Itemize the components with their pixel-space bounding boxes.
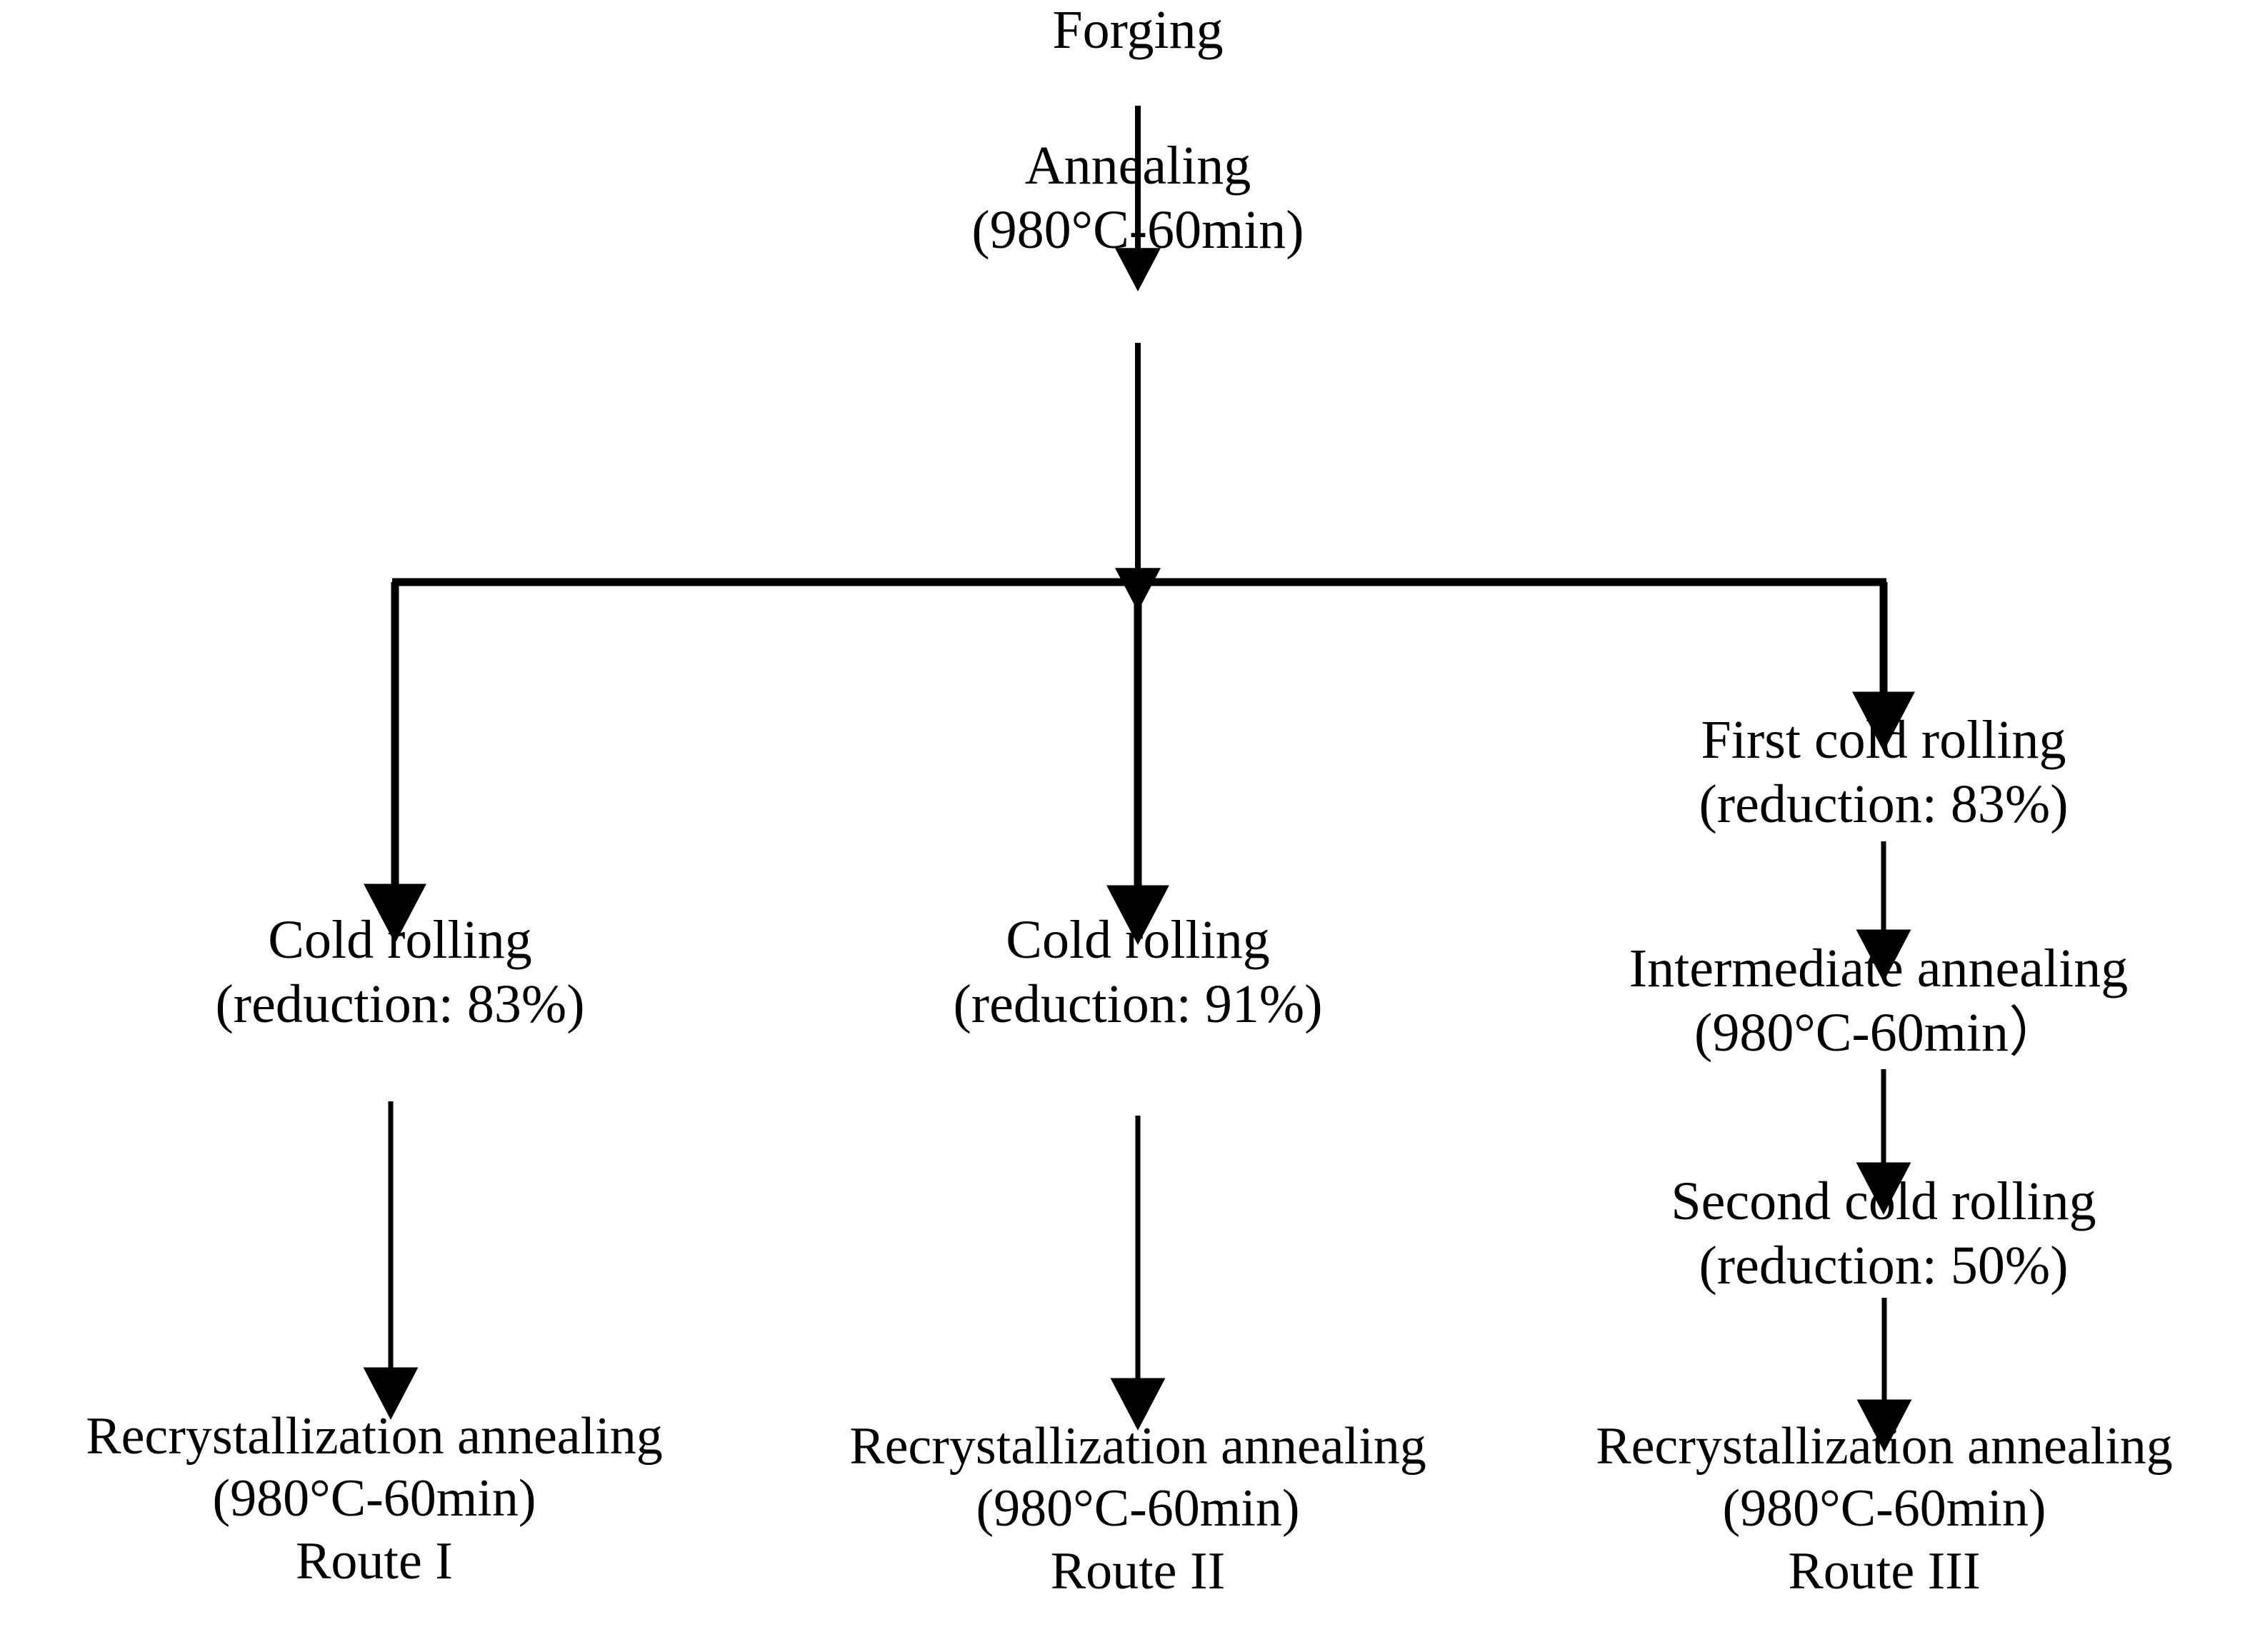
node-recrystallization-route-1-line-1: Recrystallization annealing	[86, 1407, 663, 1466]
node-cold-rolling-83-line-1: Cold rolling	[268, 910, 532, 970]
node-second-cold-rolling-line-1: Second cold rolling	[1671, 1171, 2096, 1231]
node-recrystallization-route-2-label: Route II	[1050, 1541, 1226, 1601]
node-intermediate-annealing: Intermediate annealing (980°C-60min）	[1629, 937, 2128, 1065]
node-annealing-line-1: Annealing	[1024, 136, 1251, 196]
node-cold-rolling-83: Cold rolling (reduction: 83%)	[215, 908, 584, 1036]
node-recrystallization-route-2: Recrystallization annealing (980°C-60min…	[849, 1416, 1426, 1603]
node-recrystallization-route-1-line-2: (980°C-60min)	[212, 1469, 536, 1528]
node-intermediate-annealing-line-1: Intermediate annealing	[1629, 938, 2129, 998]
node-annealing-line-2: (980°C-60min)	[971, 199, 1304, 260]
node-recrystallization-route-3-line-1: Recrystallization annealing	[1596, 1417, 2173, 1476]
node-second-cold-rolling-line-2: (reduction: 50%)	[1699, 1235, 2069, 1296]
node-recrystallization-route-1-label: Route I	[296, 1531, 453, 1591]
node-second-cold-rolling: Second cold rolling (reduction: 50%)	[1671, 1170, 2096, 1298]
node-recrystallization-route-3-line-2: (980°C-60min)	[1722, 1479, 2046, 1538]
node-cold-rolling-91: Cold rolling (reduction: 91%)	[953, 908, 1322, 1036]
node-intermediate-annealing-line-2: (980°C-60min）	[1694, 1002, 2063, 1063]
node-cold-rolling-91-line-2: (reduction: 91%)	[953, 973, 1323, 1034]
node-recrystallization-route-3-label: Route III	[1788, 1541, 1981, 1601]
node-forging: Forging	[1052, 0, 1223, 63]
node-recrystallization-route-2-line-2: (980°C-60min)	[976, 1479, 1300, 1538]
node-recrystallization-route-1: Recrystallization annealing (980°C-60min…	[86, 1406, 663, 1593]
node-cold-rolling-83-line-2: (reduction: 83%)	[215, 973, 585, 1034]
node-recrystallization-route-2-line-1: Recrystallization annealing	[849, 1417, 1426, 1476]
node-recrystallization-route-3: Recrystallization annealing (980°C-60min…	[1596, 1416, 2173, 1603]
node-forging-line-1: Forging	[1052, 0, 1224, 60]
node-first-cold-rolling-line-1: First cold rolling	[1701, 710, 2066, 770]
node-annealing: Annealing (980°C-60min)	[971, 134, 1304, 262]
node-cold-rolling-91-line-1: Cold rolling	[1006, 910, 1270, 970]
node-first-cold-rolling-line-2: (reduction: 83%)	[1699, 774, 2069, 834]
node-first-cold-rolling: First cold rolling (reduction: 83%)	[1699, 709, 2068, 836]
